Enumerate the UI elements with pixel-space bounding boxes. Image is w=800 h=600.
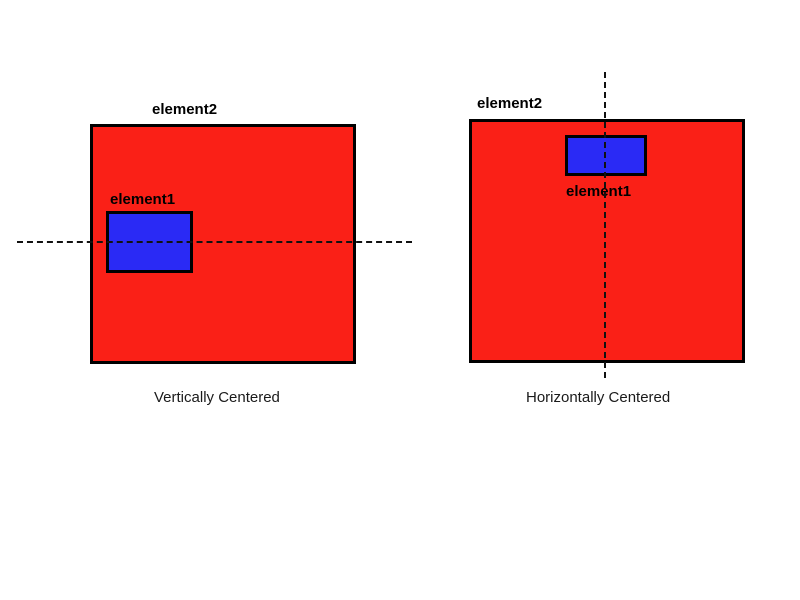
inner-box-label-right: element1 bbox=[566, 183, 632, 200]
horizontal-center-guide-line bbox=[17, 241, 412, 243]
inner-box-label-left: element1 bbox=[110, 191, 176, 208]
outer-box-label-left: element2 bbox=[152, 101, 218, 118]
inner-box-element1-right bbox=[565, 135, 647, 176]
outer-box-label-right: element2 bbox=[477, 95, 543, 112]
caption-vertically-centered: Vertically Centered bbox=[154, 389, 280, 406]
caption-horizontally-centered: Horizontally Centered bbox=[526, 389, 671, 406]
vertical-center-guide-line bbox=[604, 72, 606, 378]
